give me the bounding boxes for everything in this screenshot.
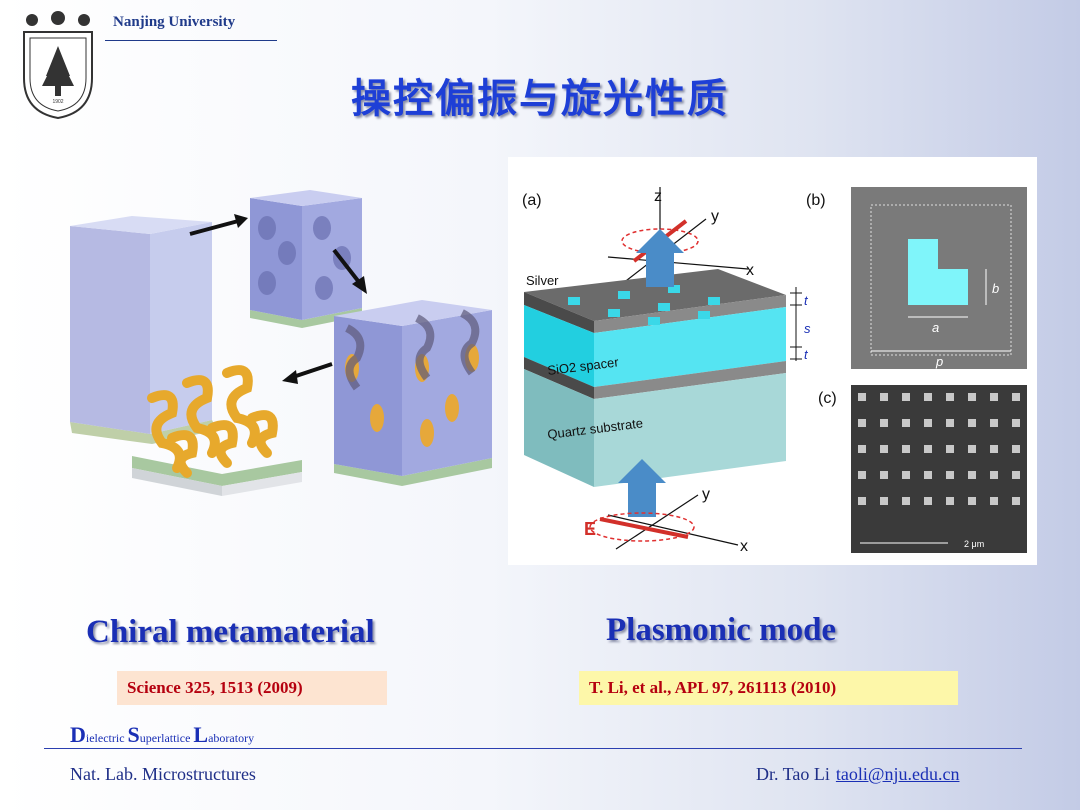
svg-text:1902: 1902 bbox=[52, 99, 63, 105]
chiral-metamaterial-figure bbox=[62, 168, 502, 578]
svg-text:E: E bbox=[584, 519, 596, 539]
svg-text:(b): (b) bbox=[806, 192, 826, 209]
svg-text:s: s bbox=[804, 321, 811, 336]
slide-title: 操控偏振与旋光性质 bbox=[351, 76, 729, 122]
svg-text:x: x bbox=[746, 262, 754, 279]
svg-text:z: z bbox=[654, 188, 662, 205]
caption-chiral-metamaterial: Chiral metamaterial bbox=[86, 614, 375, 650]
svg-text:x: x bbox=[740, 538, 748, 555]
svg-text:(c): (c) bbox=[818, 390, 837, 407]
svg-text:b: b bbox=[992, 281, 999, 296]
footer-lab: Nat. Lab. Microstructures bbox=[70, 764, 256, 784]
svg-text:p: p bbox=[935, 354, 943, 369]
header-divider bbox=[105, 40, 277, 41]
reference-science: Science 325, 1513 (2009) bbox=[117, 671, 387, 705]
svg-text:Silver: Silver bbox=[526, 273, 559, 288]
footer-divider bbox=[44, 748, 1022, 749]
caption-plasmonic-mode: Plasmonic mode bbox=[606, 612, 837, 648]
plasmonic-structure-figure: (a) z x y Silver SiO2 spacer Quartz su bbox=[508, 157, 1037, 565]
svg-text:t: t bbox=[804, 293, 809, 308]
lab-name: Dielectric Superlattice Laboratory bbox=[70, 722, 255, 747]
svg-text:a: a bbox=[932, 320, 939, 335]
university-name: Nanjing University bbox=[113, 14, 236, 30]
svg-text:(a): (a) bbox=[522, 192, 542, 209]
university-logo: 1902 bbox=[18, 8, 98, 120]
email-link[interactable]: taoli@nju.edu.cn bbox=[835, 764, 960, 784]
svg-text:2 μm: 2 μm bbox=[964, 539, 984, 549]
svg-text:y: y bbox=[702, 486, 710, 503]
svg-text:y: y bbox=[711, 208, 719, 225]
reference-apl: T. Li, et al., APL 97, 261113 (2010) bbox=[579, 671, 958, 705]
svg-text:t: t bbox=[804, 347, 809, 362]
author-name: Dr. Tao Li bbox=[756, 764, 830, 784]
